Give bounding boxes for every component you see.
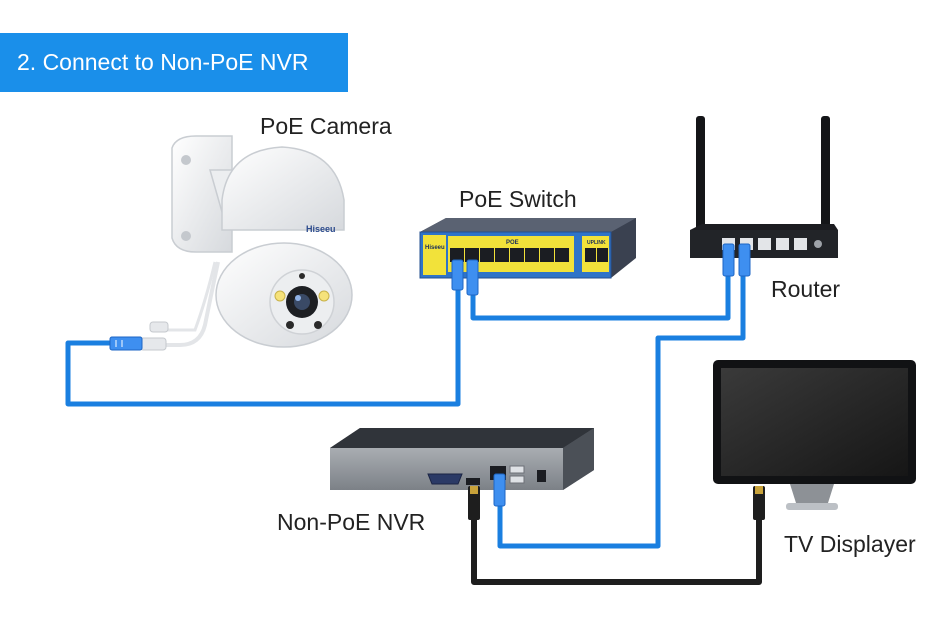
switch-uplink-label: UPLINK	[587, 240, 606, 246]
router	[690, 116, 838, 277]
cable-switch-to-router	[470, 275, 731, 321]
camera-brand-logo: Hiseeu	[306, 224, 336, 234]
label-poe-camera: PoE Camera	[260, 113, 392, 139]
label-tv-displayer: TV Displayer	[784, 531, 916, 557]
label-router: Router	[771, 276, 841, 302]
non-poe-nvr	[330, 428, 594, 520]
poe-camera: Hiseeu	[109, 135, 353, 351]
tv-displayer	[713, 360, 916, 520]
page-title: 2. Connect to Non-PoE NVR	[17, 49, 309, 75]
switch-brand-logo: Hiseeu	[425, 245, 445, 251]
switch-ports	[450, 248, 608, 262]
poe-switch: Hiseeu POE UPLINK	[419, 218, 636, 296]
cable-camera-to-switch	[65, 290, 461, 407]
label-poe-switch: PoE Switch	[459, 186, 577, 212]
switch-poe-label: POE	[506, 240, 519, 246]
page-title-banner: 2. Connect to Non-PoE NVR	[0, 33, 348, 92]
label-non-poe-nvr: Non-PoE NVR	[277, 509, 426, 535]
cable-router-to-nvr	[497, 275, 746, 549]
cable-nvr-hdmi-to-tv	[471, 520, 762, 585]
